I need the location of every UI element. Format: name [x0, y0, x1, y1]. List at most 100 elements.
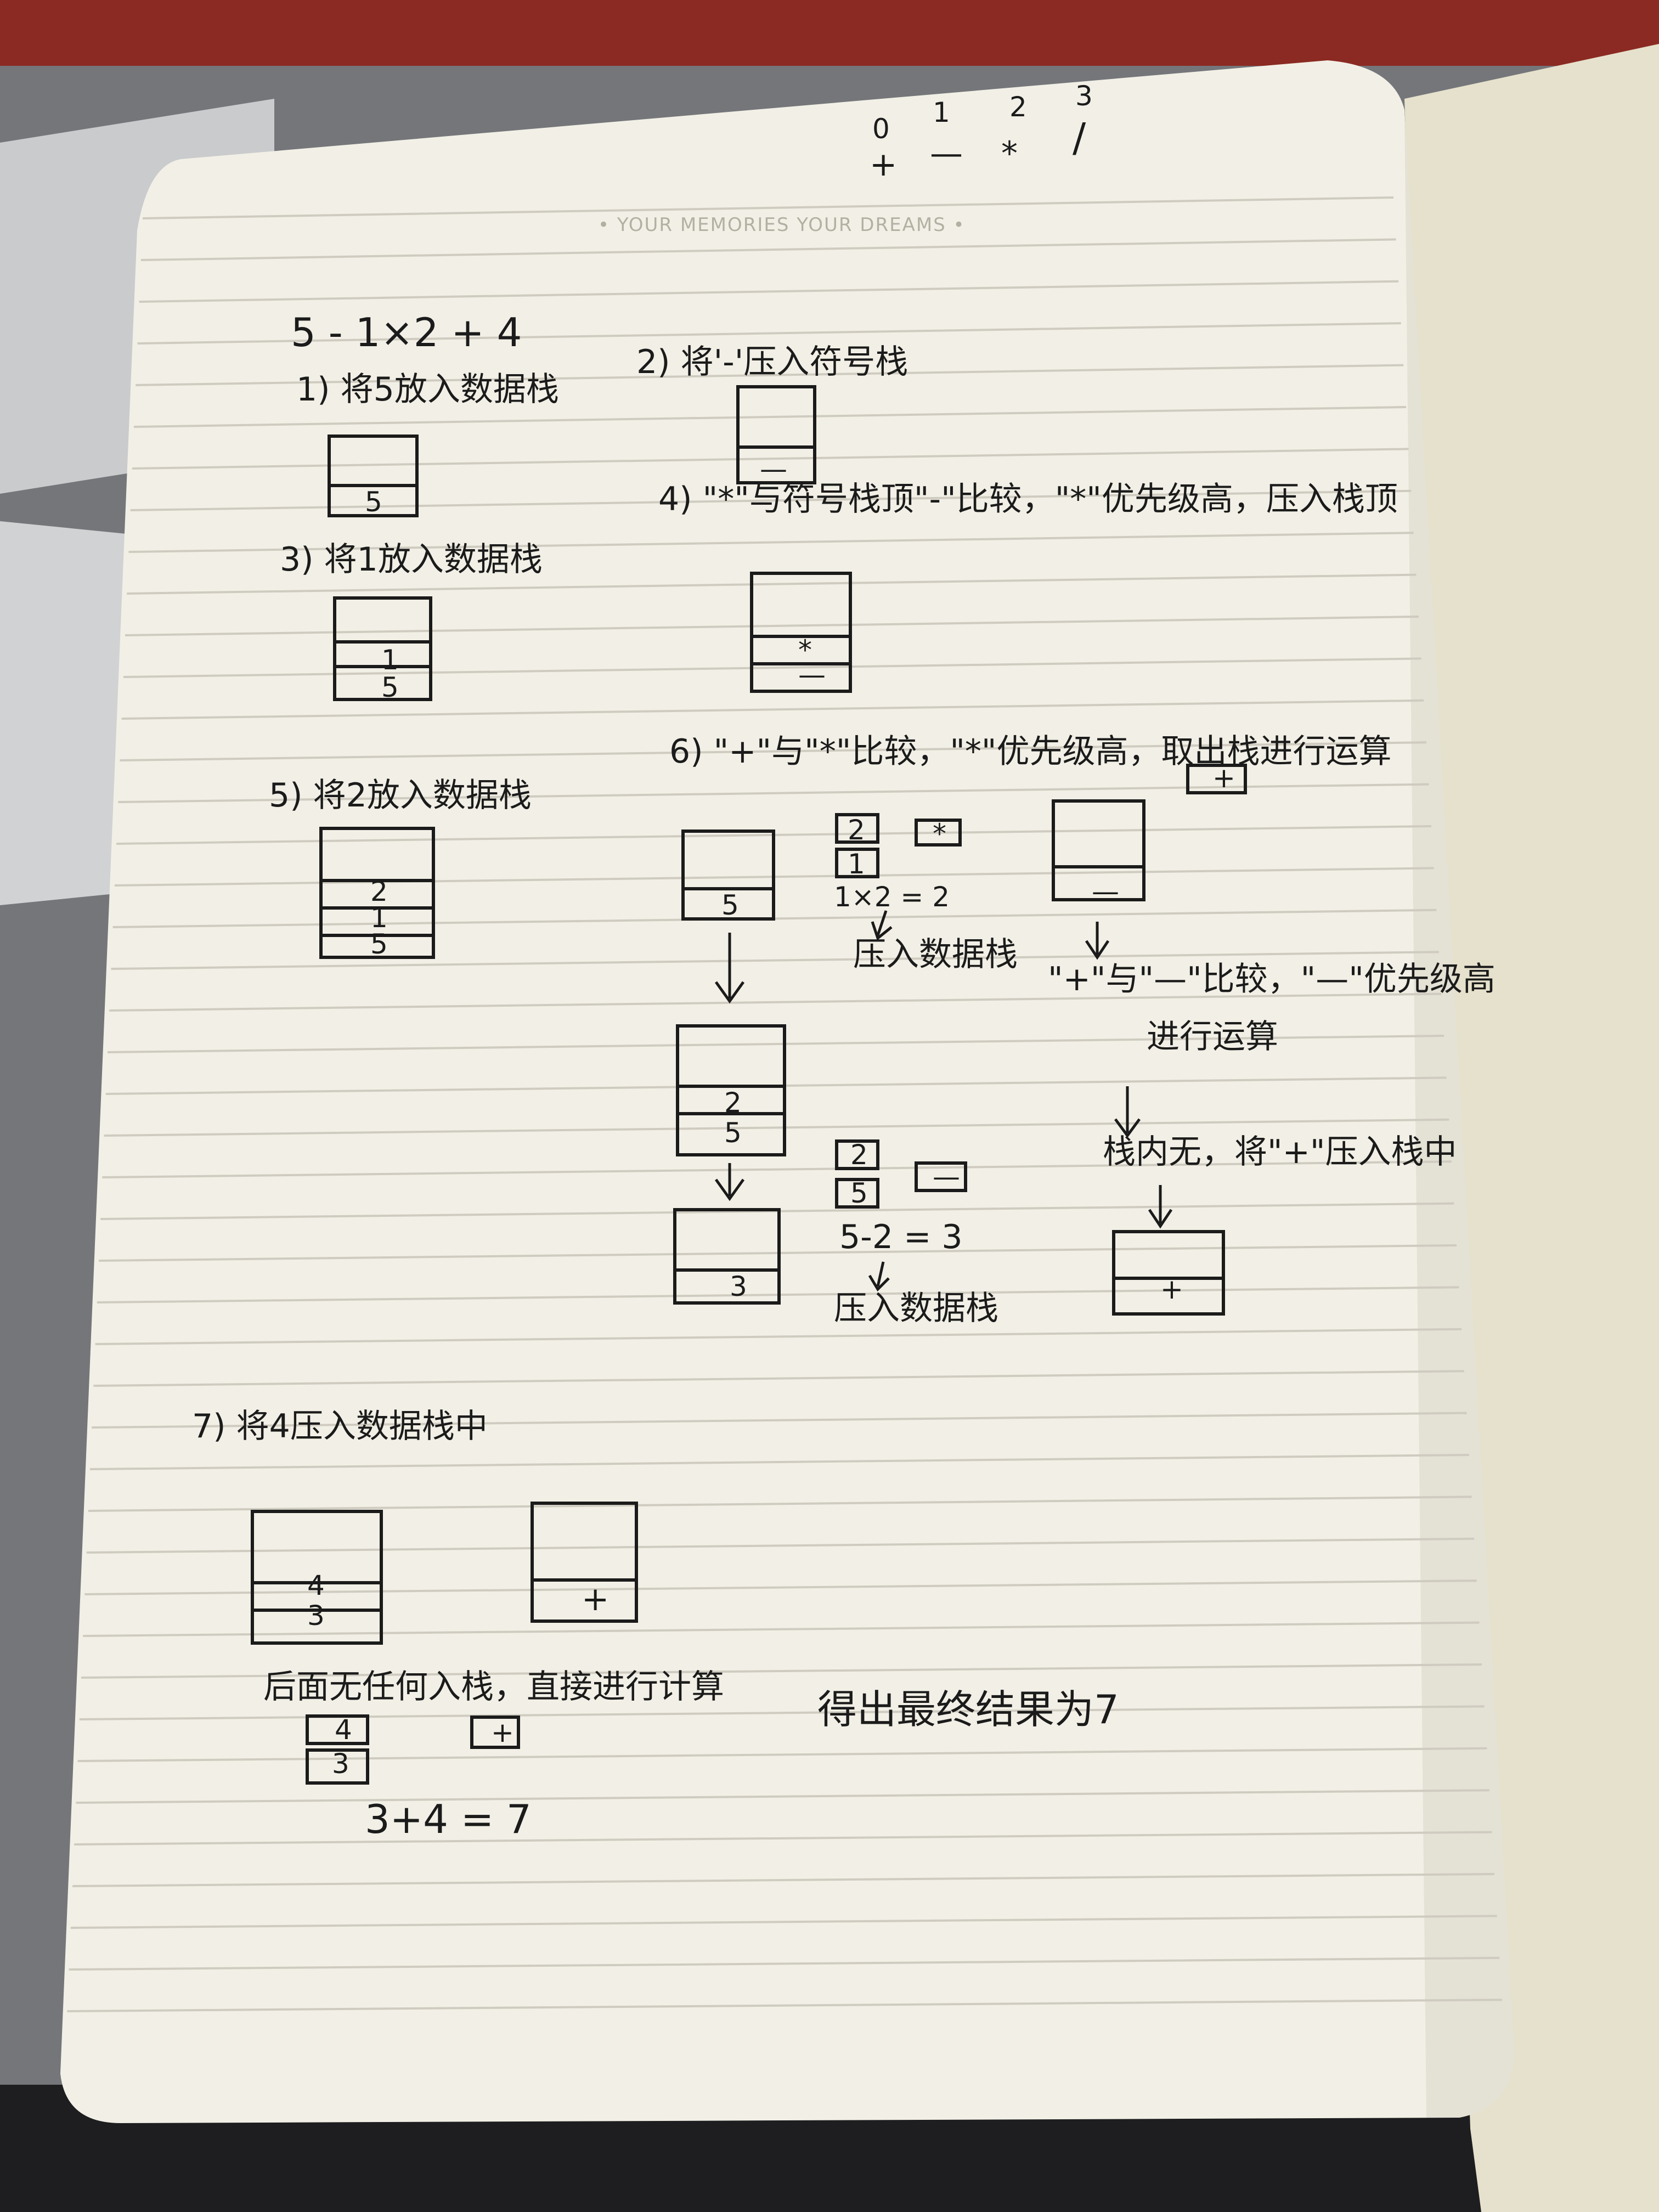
- step-1: 1) 将5放入数据栈: [296, 370, 559, 409]
- index-1: 1: [933, 97, 950, 128]
- arrows: [714, 910, 1173, 1292]
- stack-s6e-val-0: +: [1160, 1273, 1183, 1305]
- arrow-down-icon: [868, 1261, 890, 1292]
- ruled-line: [137, 322, 1401, 345]
- op-1: —: [930, 134, 963, 173]
- ruled-line: [139, 280, 1399, 303]
- op-3: /: [1073, 115, 1086, 161]
- arrow-down-icon: [1114, 1086, 1141, 1138]
- note-compute: 进行运算: [1147, 1018, 1278, 1056]
- stack-s1-val-0: 5: [365, 486, 382, 518]
- ruled-line: [89, 1454, 1470, 1470]
- expression: 5 - 1×2 + 4: [291, 309, 522, 356]
- note-push2: 压入数据栈: [834, 1289, 998, 1328]
- op-0: +: [870, 145, 898, 184]
- stack-s4-val-0: *: [798, 634, 812, 666]
- ruled-line: [95, 1328, 1462, 1345]
- step-5: 5) 将2放入数据栈: [269, 776, 532, 815]
- ruled-line: [128, 532, 1414, 553]
- note-calc1: 1×2 = 2: [834, 881, 950, 913]
- stack-s6b-val-1: 5: [724, 1117, 742, 1149]
- stack-s7b-val-0: +: [582, 1580, 610, 1618]
- calc2-b: 5: [850, 1177, 868, 1209]
- stack-s3-val-0: 1: [381, 644, 399, 676]
- calc1-b: 1: [848, 848, 865, 880]
- calc2-a: 2: [850, 1139, 868, 1171]
- step-7: 7) 将4压入数据栈中: [192, 1407, 488, 1446]
- stack-box-s1: [328, 435, 419, 517]
- stack-s3-val-1: 5: [381, 672, 399, 703]
- arrow-down-icon: [714, 1163, 745, 1201]
- calc3-b: 3: [332, 1748, 349, 1780]
- ruled-line: [127, 573, 1417, 595]
- stack-box-s3: [333, 596, 432, 701]
- ruled-line: [88, 1496, 1472, 1512]
- ruled-line: [142, 196, 1394, 219]
- red-object-top: [0, 0, 1659, 66]
- calc1-op: *: [933, 818, 946, 850]
- index-3: 3: [1075, 80, 1093, 112]
- ruled-line: [92, 1412, 1467, 1429]
- ruled-line: [77, 1747, 1487, 1762]
- note-result: 得出最终结果为7: [817, 1686, 1119, 1733]
- stack-s2-val-0: —: [760, 453, 787, 485]
- stack-box-s6d: [1052, 799, 1146, 901]
- arrow-down-icon: [1085, 922, 1110, 960]
- ruled-line: [118, 783, 1429, 803]
- ruled-line: [81, 1663, 1482, 1679]
- note-final: 后面无任何入栈，直接进行计算: [263, 1668, 724, 1706]
- stack-box-s6c: [673, 1208, 781, 1305]
- ruled-line: [70, 1915, 1497, 1929]
- ruled-line: [123, 657, 1421, 678]
- stack-s6a-val-0: 5: [721, 889, 739, 921]
- note-compare: "+"与"—"比较，"—"优先级高: [1048, 960, 1496, 998]
- note-push1: 压入数据栈: [853, 935, 1018, 974]
- ruled-line: [69, 1956, 1500, 1971]
- stack-s6d-val-0: —: [1092, 876, 1119, 907]
- stack-box-s7a: [251, 1510, 383, 1645]
- note-empty-stack: 栈内无，将"+"压入栈中: [1103, 1133, 1457, 1171]
- ruled-line: [140, 238, 1396, 261]
- operand-box: [835, 1139, 879, 1170]
- ruled-line: [76, 1789, 1489, 1804]
- step-2: 2) 将'-'压入符号栈: [636, 343, 909, 381]
- stack-s6b-val-0: 2: [724, 1087, 742, 1119]
- operand-box: [306, 1748, 369, 1785]
- ruled-line: [67, 1999, 1502, 2012]
- stack-s4-val-1: —: [798, 659, 826, 691]
- ruled-line: [104, 1118, 1449, 1137]
- ruled-line: [133, 406, 1407, 428]
- operator-box: [915, 819, 962, 847]
- ruled-line: [132, 448, 1409, 470]
- arrow-down-icon: [714, 933, 745, 1004]
- calc2-op: —: [933, 1161, 960, 1193]
- step-6: 6) "+"与"*"比较，"*"优先级高，取出栈进行运算: [669, 732, 1392, 771]
- operator-box: [915, 1161, 967, 1192]
- notebook-page: [60, 60, 1514, 2123]
- operand-box: [835, 848, 879, 878]
- stack-s6c-val-0: 3: [730, 1271, 747, 1302]
- index-2: 2: [1009, 91, 1027, 123]
- note-calc2: 5-2 = 3: [839, 1218, 963, 1256]
- ruled-line: [121, 699, 1424, 720]
- operand-box: [835, 1178, 879, 1209]
- arrow-down-icon: [1148, 1185, 1173, 1229]
- arrow-down-icon: [871, 910, 893, 941]
- stack-diagrams: [251, 385, 1247, 1785]
- calc3-op: +: [491, 1717, 514, 1748]
- ruled-line: [130, 489, 1412, 511]
- stack-s5-val-0: 2: [370, 876, 388, 907]
- ruled-line: [125, 616, 1419, 636]
- calc1-a: 2: [848, 814, 865, 846]
- stack-box-s5: [319, 827, 435, 959]
- stack-box-s7b: [531, 1502, 638, 1623]
- ruled-line: [136, 364, 1404, 386]
- ruled-line: [109, 992, 1442, 1012]
- operand-box: [835, 813, 879, 844]
- op-box: [1186, 764, 1247, 794]
- ruled-line: [120, 741, 1426, 761]
- stack-box-s6a: [681, 830, 775, 921]
- notebook-brand: • YOUR MEMORIES YOUR DREAMS •: [598, 214, 966, 236]
- ruled-line: [84, 1579, 1477, 1595]
